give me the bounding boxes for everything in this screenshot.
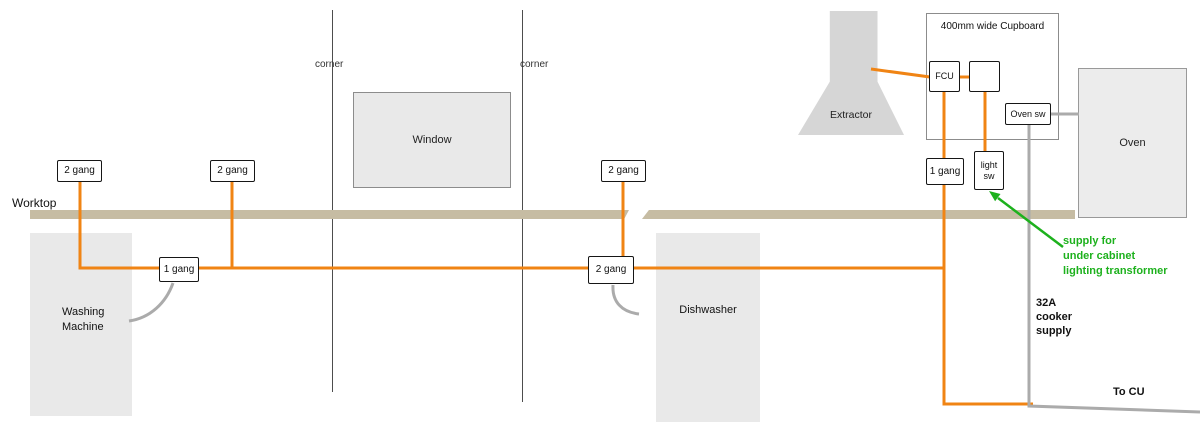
corner-line-right (522, 10, 523, 402)
cooker-supply-label: 32A cooker supply (1036, 297, 1073, 337)
corner-label-left: corner (315, 59, 344, 70)
socket-2gang-mid-label: 2 gang (217, 165, 248, 177)
socket-2gang-left-label: 2 gang (64, 165, 95, 177)
worktop-bar-left (30, 210, 629, 219)
wire-washing-machine-flex (128, 282, 175, 323)
socket-2gang-mid: 2 gang (210, 160, 255, 182)
cupboard-label: 400mm wide Cupboard (940, 21, 1045, 32)
wire-cooker-supply (1027, 124, 1200, 414)
socket-2gang-right-label: 2 gang (608, 165, 639, 177)
dishwasher-label: Dishwasher (679, 304, 737, 316)
corner-line-left (332, 10, 333, 392)
wire-left-socket-drop (78, 181, 160, 270)
fcu-label: FCU (935, 71, 954, 82)
spur-2gang-below-label: 2 gang (595, 264, 627, 276)
wire-1gang-to-cu (942, 184, 1033, 406)
worktop-label: Worktop (12, 196, 57, 210)
oven-switch-label: Oven sw (1010, 108, 1046, 119)
socket-2gang-right: 2 gang (601, 160, 646, 182)
window-label: Window (412, 134, 452, 146)
socket-2gang-left: 2 gang (57, 160, 102, 182)
worktop-bar-right (642, 210, 1075, 219)
to-cu-label: To CU (1113, 386, 1145, 398)
extractor-label: Extractor (829, 109, 872, 121)
green-arrow-line (997, 197, 1064, 248)
oven: Oven (1078, 68, 1187, 218)
switch-1gang-right: 1 gang (926, 158, 964, 185)
wire-dishwasher-flex (611, 284, 640, 316)
green-arrow-head (989, 191, 1001, 202)
junction-box (969, 61, 1000, 92)
lighting-supply-annotation: supply for under cabinet lighting transf… (1063, 235, 1168, 277)
light-switch-box: light sw (974, 151, 1004, 190)
spur-2gang-below: 2 gang (588, 256, 634, 284)
switch-1gang-right-label: 1 gang (929, 165, 961, 177)
window: Window (353, 92, 511, 188)
spur-1gang-below-label: 1 gang (163, 263, 195, 275)
oven-switch-box: Oven sw (1005, 103, 1051, 125)
oven-label: Oven (1119, 137, 1146, 149)
spur-1gang-below: 1 gang (159, 257, 199, 282)
wire-extractor-to-fcu (870, 67, 931, 79)
washing-machine-label: Washing Machine (62, 306, 105, 333)
light-switch-label: light sw (980, 160, 998, 181)
fcu-box: FCU (929, 61, 960, 92)
dishwasher (656, 233, 760, 422)
corner-label-right: corner (520, 59, 549, 70)
